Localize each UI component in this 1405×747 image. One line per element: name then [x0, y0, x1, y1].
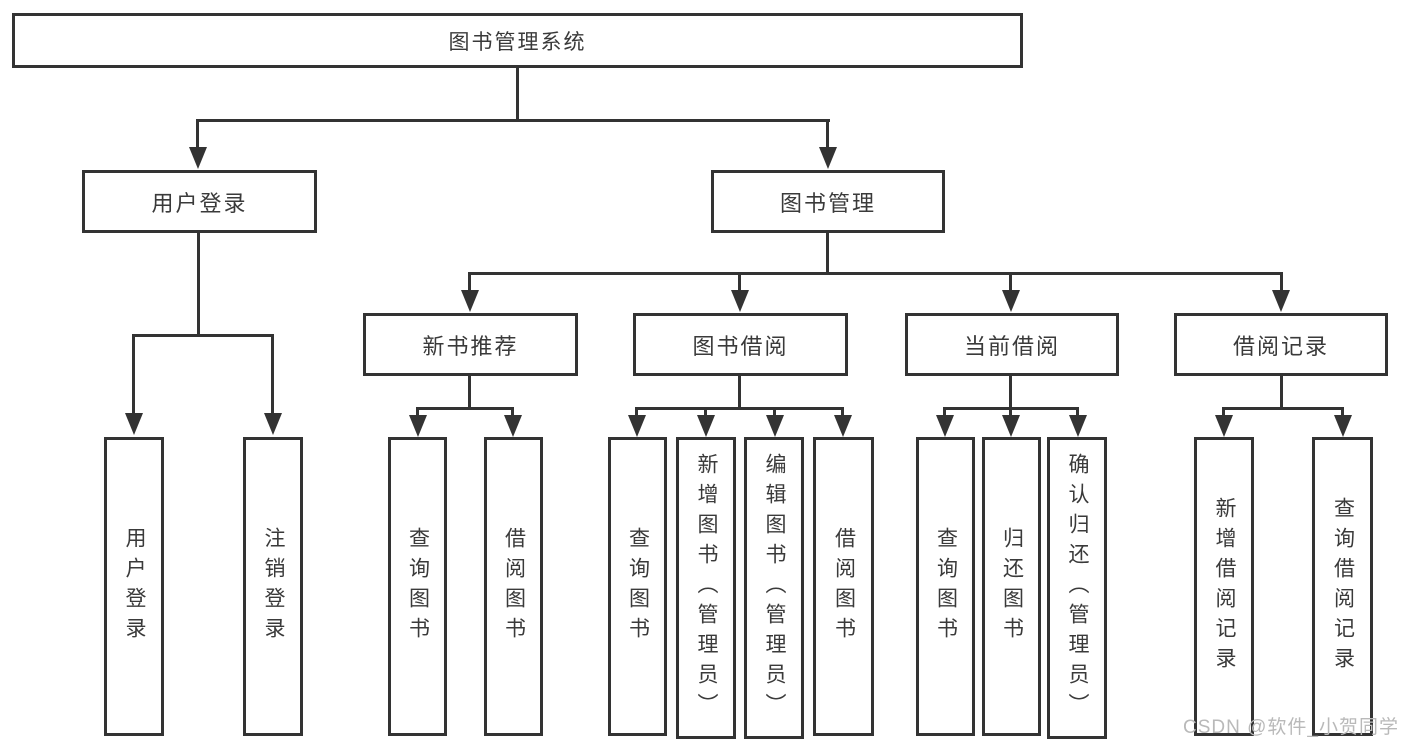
- arrow-down-icon: [834, 415, 852, 437]
- connector-line: [132, 334, 135, 414]
- arrow-down-icon: [125, 413, 143, 435]
- node-user-login: 用户登录: [82, 170, 317, 233]
- connector-line: [773, 407, 776, 417]
- connector-line: [704, 407, 707, 417]
- leaf-add-book-admin-label: 新增图书（管理员）: [695, 453, 719, 723]
- connector-line: [1009, 407, 1012, 417]
- connector-line: [1009, 272, 1012, 291]
- connector-line: [516, 66, 519, 122]
- node-book-management: 图书管理: [711, 170, 945, 233]
- arrow-down-icon: [1272, 290, 1290, 312]
- connector-line: [271, 334, 274, 414]
- connector-line: [1341, 407, 1344, 417]
- connector-line: [1009, 376, 1012, 410]
- leaf-newbook-borrow-book: 借阅图书: [484, 437, 543, 736]
- node-book-borrow: 图书借阅: [633, 313, 848, 376]
- leaf-edit-book-admin: 编辑图书（管理员）: [744, 437, 804, 739]
- connector-line: [197, 232, 200, 337]
- connector-line: [132, 334, 274, 337]
- leaf-current-query-book: 查询图书: [916, 437, 975, 736]
- leaf-add-borrow-record: 新增借阅记录: [1194, 437, 1254, 736]
- csdn-watermark: CSDN @软件_小贺同学: [1183, 717, 1399, 738]
- arrow-down-icon: [1002, 415, 1020, 437]
- leaf-confirm-return-admin: 确认归还（管理员）: [1047, 437, 1107, 739]
- connector-line: [1280, 272, 1283, 291]
- leaf-edit-book-admin-label: 编辑图书（管理员）: [763, 453, 787, 723]
- connector-line: [1222, 407, 1225, 417]
- leaf-query-borrow-record: 查询借阅记录: [1312, 437, 1373, 736]
- arrow-down-icon: [409, 415, 427, 437]
- arrow-down-icon: [766, 415, 784, 437]
- arrow-down-icon: [189, 147, 207, 169]
- leaf-query-borrow-record-label: 查询借阅记录: [1331, 496, 1355, 677]
- arrow-down-icon: [1334, 415, 1352, 437]
- arrow-down-icon: [731, 290, 749, 312]
- arrow-down-icon: [504, 415, 522, 437]
- connector-line: [196, 119, 830, 122]
- node-root: 图书管理系统: [12, 13, 1023, 68]
- connector-line: [1076, 407, 1079, 417]
- leaf-borrow-query-book-label: 查询图书: [626, 526, 650, 647]
- leaf-return-book: 归还图书: [982, 437, 1041, 736]
- node-new-book-recommend-label: 新书推荐: [422, 333, 519, 359]
- connector-line: [635, 407, 638, 417]
- arrow-down-icon: [1069, 415, 1087, 437]
- leaf-add-book-admin: 新增图书（管理员）: [676, 437, 736, 739]
- node-current-borrow-label: 当前借阅: [963, 333, 1060, 359]
- connector-line: [943, 407, 946, 417]
- leaf-borrow-query-book: 查询图书: [608, 437, 667, 736]
- arrow-down-icon: [461, 290, 479, 312]
- connector-line: [469, 272, 1283, 275]
- node-borrow-record: 借阅记录: [1174, 313, 1388, 376]
- connector-line: [196, 119, 199, 149]
- node-book-management-label: 图书管理: [779, 190, 876, 216]
- leaf-borrow-book: 借阅图书: [813, 437, 874, 736]
- leaf-user-login: 用户登录: [104, 437, 164, 736]
- leaf-user-login-label: 用户登录: [123, 526, 147, 647]
- node-root-label: 图书管理系统: [448, 30, 587, 54]
- connector-line: [1222, 407, 1344, 410]
- leaf-newbook-borrow-book-label: 借阅图书: [502, 526, 526, 647]
- connector-line: [635, 407, 844, 410]
- connector-line: [826, 232, 829, 275]
- node-new-book-recommend: 新书推荐: [363, 313, 578, 376]
- arrow-down-icon: [697, 415, 715, 437]
- connector-line: [826, 119, 829, 149]
- connector-line: [511, 407, 514, 417]
- arrow-down-icon: [936, 415, 954, 437]
- connector-line: [841, 407, 844, 417]
- connector-line: [416, 407, 419, 417]
- leaf-confirm-return-admin-label: 确认归还（管理员）: [1066, 453, 1090, 723]
- leaf-return-book-label: 归还图书: [1000, 526, 1024, 647]
- leaf-logout: 注销登录: [243, 437, 303, 736]
- connector-line: [738, 272, 741, 291]
- arrow-down-icon: [1215, 415, 1233, 437]
- node-book-borrow-label: 图书借阅: [692, 333, 789, 359]
- node-current-borrow: 当前借阅: [905, 313, 1119, 376]
- connector-line: [468, 376, 471, 410]
- arrow-down-icon: [819, 147, 837, 169]
- connector-line: [738, 376, 741, 410]
- leaf-newbook-query-book: 查询图书: [388, 437, 447, 736]
- leaf-add-borrow-record-label: 新增借阅记录: [1213, 496, 1237, 677]
- connector-line: [416, 407, 514, 410]
- leaf-borrow-book-label: 借阅图书: [832, 526, 856, 647]
- leaf-current-query-book-label: 查询图书: [934, 526, 958, 647]
- arrow-down-icon: [628, 415, 646, 437]
- leaf-newbook-query-book-label: 查询图书: [406, 526, 430, 647]
- node-user-login-label: 用户登录: [151, 190, 248, 216]
- connector-line: [468, 272, 471, 291]
- node-borrow-record-label: 借阅记录: [1232, 333, 1329, 359]
- arrow-down-icon: [1002, 290, 1020, 312]
- connector-line: [1280, 376, 1283, 409]
- arrow-down-icon: [264, 413, 282, 435]
- leaf-logout-label: 注销登录: [262, 526, 286, 647]
